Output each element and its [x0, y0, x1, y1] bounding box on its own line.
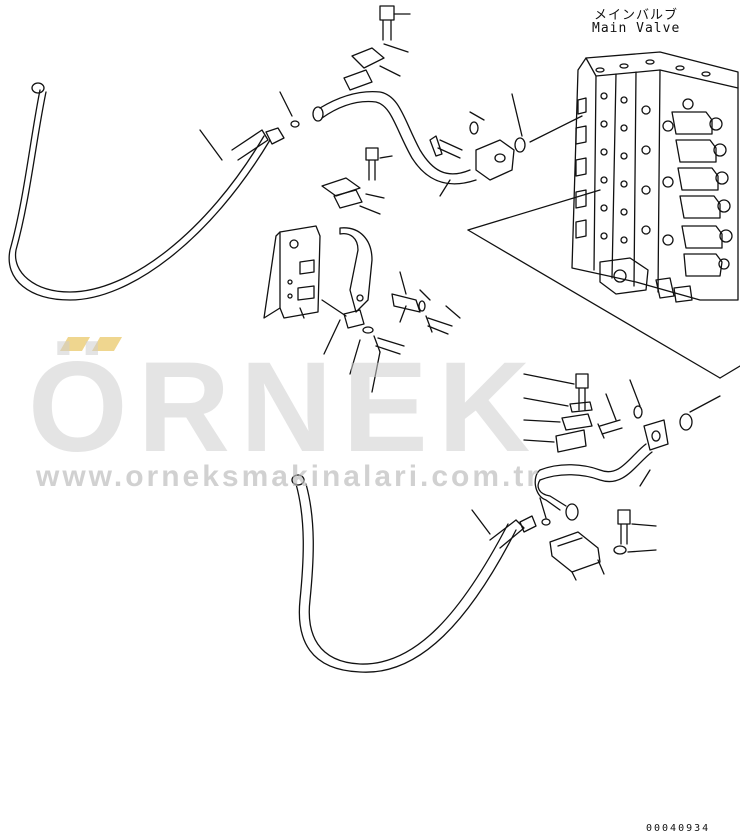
hose-ferrule — [231, 129, 269, 161]
o-ring-lower-hose — [541, 518, 551, 526]
bolt — [365, 147, 379, 181]
solenoid-valves — [662, 98, 733, 277]
spacer — [561, 413, 593, 431]
o-ring-lower — [679, 413, 693, 431]
washer — [633, 405, 643, 419]
clamp — [321, 177, 361, 197]
washer — [418, 300, 426, 312]
bolt — [617, 509, 631, 545]
clamp — [351, 47, 385, 69]
upper-hose — [8, 82, 300, 301]
lower-fasteners — [523, 373, 693, 453]
washer — [469, 121, 479, 135]
clip — [391, 293, 421, 313]
main-valve-label-en: Main Valve — [592, 21, 681, 36]
hose-end-fitting — [31, 82, 45, 94]
main-valve-block — [571, 51, 739, 303]
bolt — [429, 135, 463, 159]
washer — [362, 326, 374, 334]
watermark-brand: ÖRNEK — [28, 336, 541, 479]
o-ring-tube — [514, 137, 526, 153]
bolt — [373, 335, 405, 355]
o-ring-upper-hose — [290, 120, 300, 128]
lower-clamp-block — [539, 497, 657, 581]
hose-end-fitting — [291, 474, 305, 486]
washer — [613, 545, 627, 555]
document-id: 00040934 — [646, 823, 711, 834]
bolt — [597, 419, 623, 439]
tube-flange — [475, 139, 515, 181]
bolt — [379, 5, 395, 41]
main-valve-label-jp: メインバルブ — [594, 8, 679, 23]
upper-tube — [312, 90, 583, 197]
upper-fasteners — [321, 5, 485, 215]
lower-tube — [534, 419, 669, 521]
bracket-plate — [263, 225, 321, 319]
washer — [569, 401, 593, 413]
watermark-url: www.orneksmakinalari.com.tr — [36, 460, 542, 493]
bolt — [575, 373, 589, 411]
lower-hose — [291, 474, 537, 673]
hose-ferrule — [489, 519, 525, 549]
bolt — [425, 315, 453, 335]
clamp-bracket-arm — [321, 227, 461, 393]
clamp — [555, 429, 587, 453]
tube-flange — [643, 419, 669, 451]
